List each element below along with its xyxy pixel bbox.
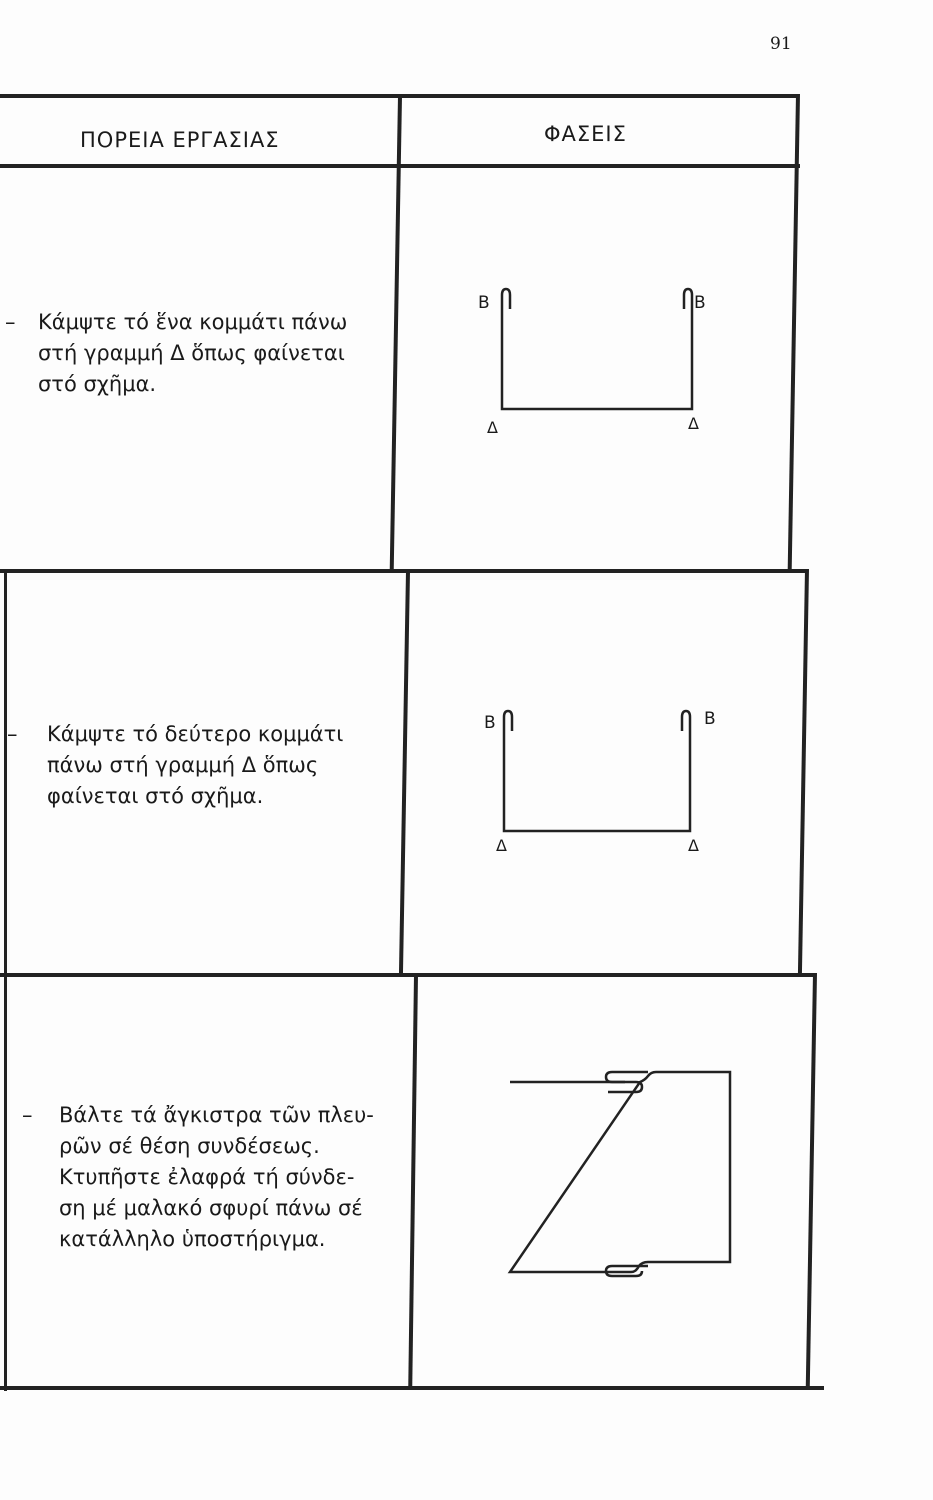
label-b: Β (478, 293, 490, 313)
table-border-left (4, 571, 7, 1391)
header-phases: ΦΑΣΕΙΣ (544, 122, 627, 146)
label-delta: Δ (496, 836, 507, 855)
label-b: Β (704, 709, 716, 729)
header-work-procedure: ΠΟΡΕΙΑ ΕΡΓΑΣΙΑΣ (80, 128, 280, 152)
row-divider (0, 973, 814, 977)
joined-box-diagram (507, 1070, 732, 1278)
row-divider (0, 569, 808, 573)
table-border-right (797, 569, 809, 975)
label-delta: Δ (688, 414, 699, 433)
label-delta: Δ (487, 418, 498, 437)
bent-sheet-diagram-1 (500, 287, 694, 411)
column-divider (398, 571, 410, 975)
page-number: 91 (770, 34, 792, 54)
bent-sheet-diagram-2 (502, 709, 692, 833)
step-text: – Βάλτε τά ἄγκιστρα τῶν πλευ- ρῶν σέ θέσ… (22, 1103, 374, 1251)
column-divider (408, 975, 418, 1390)
label-delta: Δ (688, 836, 699, 855)
table-border-right (805, 973, 817, 1390)
label-b: Β (694, 293, 706, 313)
step-text: – Κάμψτε τό ἕνα κομμάτι πάνω στή γραμμή … (5, 310, 348, 396)
step-text: – Κάμψτε τό δεύτερο κομμάτι πάνω στή γρα… (7, 722, 344, 808)
label-b: Β (484, 713, 496, 733)
